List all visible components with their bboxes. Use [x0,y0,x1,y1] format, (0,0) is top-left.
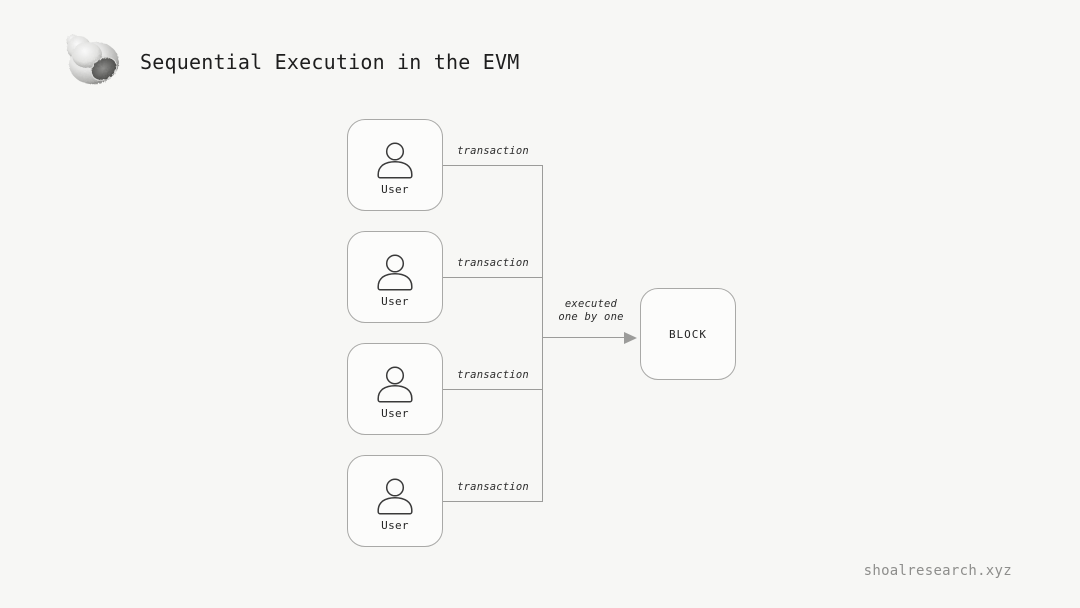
transaction-label-4: transaction [457,481,529,493]
page-title: Sequential Execution in the EVM [140,50,520,74]
arrow-line [542,337,627,338]
user-label: User [381,407,409,420]
site-link: shoalresearch.xyz [863,563,1012,579]
user-node-2: User [347,231,443,323]
user-label: User [381,519,409,532]
connector-line-2 [443,277,543,278]
block-label: BLOCK [668,327,708,341]
merge-trunk-line [542,165,543,502]
user-icon [374,254,416,292]
arrow-label-line2: one by one [558,311,624,323]
transaction-label-1: transaction [457,145,529,157]
user-label: User [381,183,409,196]
connector-line-4 [443,501,543,502]
block-node: BLOCK [640,288,736,380]
user-node-4: User [347,455,443,547]
transaction-label-2: transaction [457,257,529,269]
transaction-label-3: transaction [457,369,529,381]
user-node-3: User [347,343,443,435]
user-label: User [381,295,409,308]
arrow-label-line1: executed [564,298,618,310]
connector-line-3 [443,389,543,390]
connector-line-1 [443,165,543,166]
user-icon [374,142,416,180]
shell-logo [60,26,124,90]
user-icon [374,366,416,404]
user-icon [374,478,416,516]
arrow-label: executed one by one [535,298,647,324]
arrowhead-icon [624,331,637,344]
user-node-1: User [347,119,443,211]
